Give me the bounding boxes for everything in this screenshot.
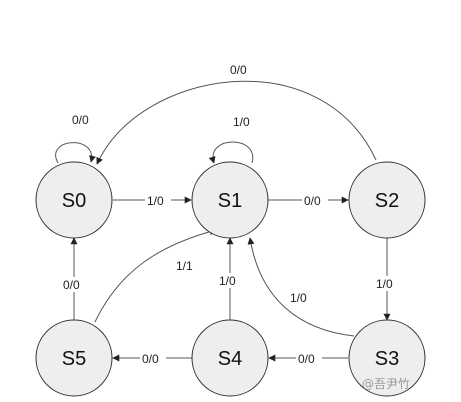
label-bg-s4-s1: [217, 273, 243, 288]
state-s3: S3: [348, 319, 426, 397]
state-s5: S5: [35, 319, 113, 397]
state-s0-circle: [35, 161, 113, 239]
state-s0-label: S0: [62, 190, 86, 212]
state-s1: S1: [191, 161, 269, 239]
edge-s2-s0: [96, 80, 377, 165]
label-bg-s4-s5: [140, 351, 166, 366]
label-s1-s2: 0/0: [304, 194, 321, 208]
state-s3-circle: [348, 319, 426, 397]
label-s5-s0: 0/0: [63, 278, 80, 292]
label-s0-s0: 0/0: [72, 113, 89, 127]
edge-s0-s0: [55, 142, 96, 164]
label-s2-s0: 0/0: [230, 63, 247, 77]
state-s1-label: S1: [218, 190, 242, 212]
label-bg-s2-s3: [374, 276, 400, 291]
edge-s5-s1: [94, 228, 217, 323]
label-s2-s3: 1/0: [376, 277, 393, 291]
state-s0: S0: [35, 161, 113, 239]
state-s2-label: S2: [375, 190, 399, 212]
edge-labels: 0/0 1/0 0/0 1/0 0/0 1/0 1/0 0/0 1/0 0/0 …: [61, 63, 400, 366]
label-s4-s5: 0/0: [142, 352, 159, 366]
state-s4-circle: [191, 319, 269, 397]
label-bg-s1-s2: [302, 192, 328, 207]
label-s3-s1: 1/0: [290, 291, 307, 305]
label-s5-s1: 1/1: [176, 259, 193, 273]
state-s1-circle: [191, 161, 269, 239]
state-s2-circle: [348, 161, 426, 239]
label-s1-s1: 1/0: [233, 115, 250, 129]
label-s4-s1: 1/0: [219, 274, 236, 288]
watermark-text: @吾尹竹: [362, 377, 410, 391]
label-s0-s1: 1/0: [147, 194, 164, 208]
state-s3-label: S3: [375, 348, 399, 370]
label-bg-s5-s0: [61, 277, 87, 292]
state-s5-circle: [35, 319, 113, 397]
state-s4: S4: [191, 319, 269, 397]
state-s2: S2: [348, 161, 426, 239]
edge-s3-s1: [247, 237, 355, 337]
state-s4-label: S4: [218, 348, 242, 370]
label-s3-s4: 0/0: [298, 352, 315, 366]
states: S0 S1 S2 S3 S4 S5: [35, 161, 426, 397]
label-bg-s0-s1: [145, 192, 171, 207]
state-s5-label: S5: [62, 348, 86, 370]
label-bg-s3-s4: [296, 351, 322, 366]
edge-s1-s1: [208, 141, 254, 164]
